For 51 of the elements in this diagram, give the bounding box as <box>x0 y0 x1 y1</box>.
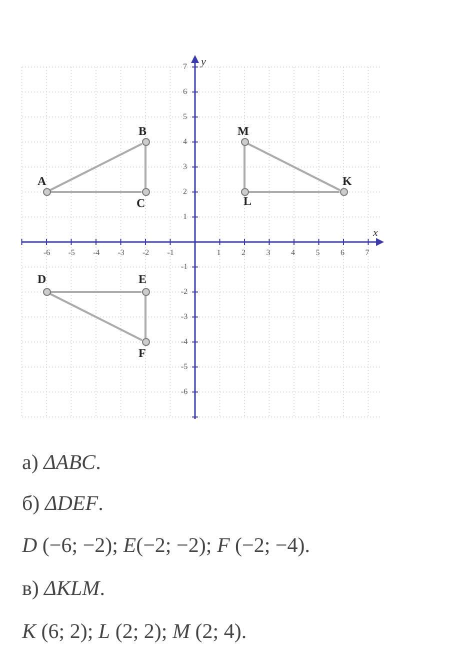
triangle-side <box>244 146 246 188</box>
tick-label: 6 <box>183 88 187 96</box>
triangle-side <box>50 292 142 342</box>
tick-label: 2 <box>242 249 246 257</box>
tick-label: -1 <box>167 249 174 257</box>
triangle-side <box>248 191 340 193</box>
triangle-side <box>248 142 340 192</box>
tick-label: -5 <box>68 249 75 257</box>
tick-label: 1 <box>216 249 221 257</box>
tick-label: -6 <box>44 249 50 257</box>
tick-label: 3 <box>183 163 187 171</box>
axis-label: y <box>201 57 206 68</box>
answer-text: б) ΔDEF. <box>22 493 104 514</box>
triangle-side <box>50 291 142 293</box>
point-label: E <box>138 273 147 285</box>
tick-label: 5 <box>316 249 320 257</box>
tick-label: 4 <box>183 138 187 146</box>
axis-label: x <box>373 228 378 239</box>
point-label: C <box>136 197 146 209</box>
tick-label: 5 <box>183 113 187 121</box>
answer-text: а) ΔABC. <box>22 452 101 473</box>
tick-label: 6 <box>340 249 344 257</box>
tick-label: -4 <box>93 249 100 257</box>
triangle-side <box>50 142 142 192</box>
tick-label: -4 <box>181 338 188 346</box>
point-label: M <box>238 125 249 137</box>
answer-text: K (6; 2); L (2; 2); M (2; 4). <box>22 621 247 642</box>
tick-label: -3 <box>181 313 188 321</box>
tick-label: 7 <box>183 63 187 71</box>
point-label: K <box>342 175 352 187</box>
tick-label: -2 <box>181 288 188 296</box>
tick-label: 7 <box>365 249 370 257</box>
triangle-side <box>144 296 146 338</box>
tick-label: -3 <box>118 249 124 257</box>
point-label: B <box>138 125 147 137</box>
point-label: A <box>38 175 46 187</box>
triangle-side <box>50 191 142 193</box>
tick-label: -6 <box>181 388 188 396</box>
tick-label: 2 <box>183 188 187 196</box>
point-label: D <box>38 273 46 285</box>
point-label: F <box>138 347 146 359</box>
tick-label: -5 <box>181 363 188 371</box>
answer-text: в) ΔKLM. <box>22 578 105 599</box>
tick-label: 4 <box>291 249 295 257</box>
answer-text: D (−6; −2); E(−2; −2); F (−2; −4). <box>22 535 310 556</box>
tick-label: 3 <box>266 249 270 257</box>
point-label: L <box>244 195 252 207</box>
tick-label: 1 <box>183 213 187 221</box>
tick-label: -1 <box>181 263 188 271</box>
triangle-side <box>144 146 146 188</box>
tick-label: -2 <box>142 249 150 257</box>
